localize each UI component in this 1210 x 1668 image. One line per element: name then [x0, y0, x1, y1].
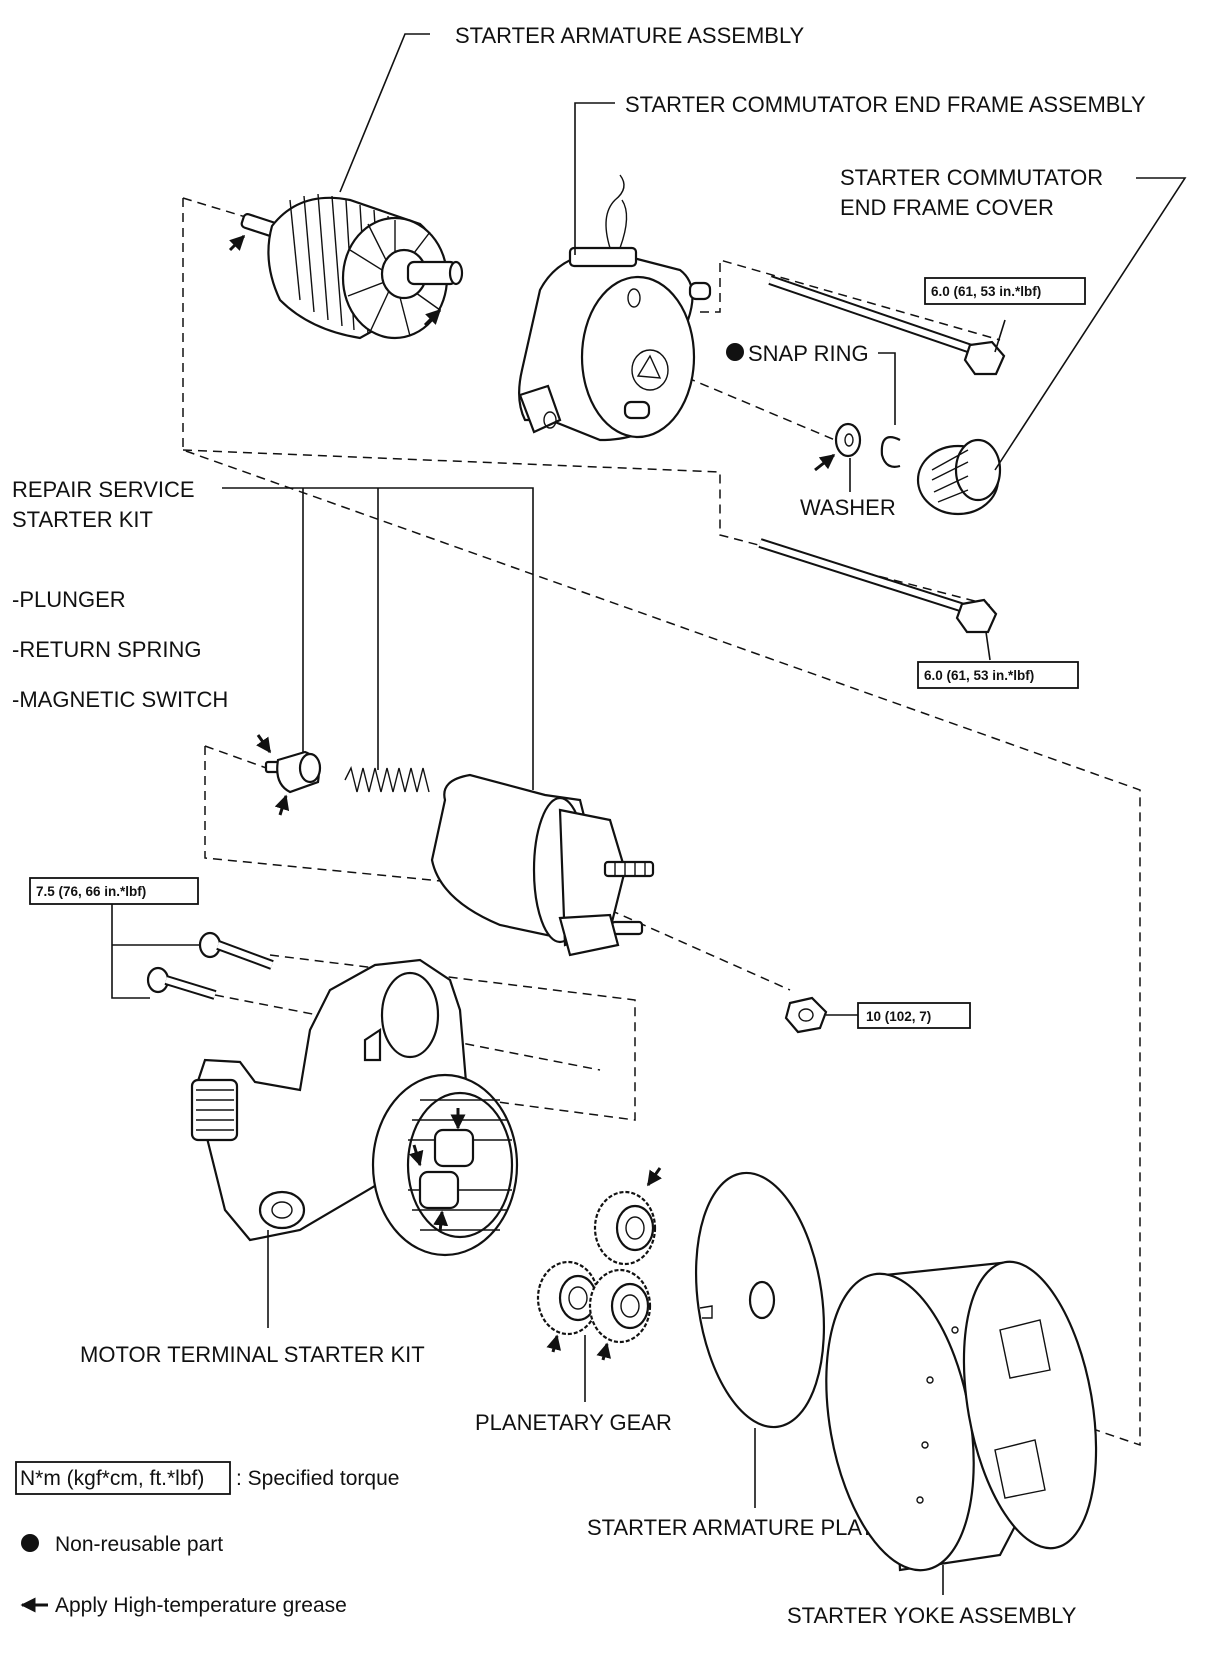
torque-box-bolt-upper	[924, 277, 1086, 305]
grease-arrows-armature	[228, 234, 442, 327]
starter-armature-plate	[694, 1171, 826, 1429]
washer	[834, 422, 862, 458]
label-commutator-end-frame-assembly: STARTER COMMUTATOR END FRAME ASSEMBLY	[625, 92, 1146, 117]
planetary-gear-left	[536, 1260, 600, 1336]
grease-arrows-gears	[546, 1167, 662, 1361]
legend-grease: Apply High-temperature grease	[55, 1594, 347, 1617]
starter-yoke-assembly	[825, 1260, 1098, 1572]
grease-arrow-plunger-bottom	[274, 794, 290, 816]
torque-box-bolt-lower	[917, 661, 1079, 689]
housing-bolt-lower	[146, 966, 217, 1000]
label-planetary-gear: PLANETARY GEAR	[475, 1410, 672, 1435]
snap-ring	[880, 436, 901, 468]
legend-non-reusable: Non-reusable part	[55, 1533, 223, 1556]
motor-terminal-starter-kit	[190, 958, 519, 1257]
label-cover-line2: END FRAME COVER	[840, 195, 1054, 220]
planetary-gear-top	[593, 1190, 657, 1266]
torque-bolt-upper: 6.0 (61, 53 in.*lbf)	[931, 284, 1041, 299]
planetary-gear-right	[588, 1268, 652, 1344]
torque-housing-bolts: 7.5 (76, 66 in.*lbf)	[36, 884, 146, 899]
grease-arrow-washer	[814, 453, 836, 472]
label-washer: WASHER	[800, 495, 896, 520]
terminal-nut	[784, 996, 828, 1034]
torque-bolt-lower: 6.0 (61, 53 in.*lbf)	[924, 668, 1034, 683]
through-bolt-upper	[768, 275, 1006, 376]
magnetic-switch	[430, 773, 655, 957]
legend-torque-box-text: N*m (kgf*cm, ft.*lbf)	[20, 1467, 204, 1490]
non-reusable-dot-snap-ring	[726, 343, 744, 361]
label-return-spring: -RETURN SPRING	[12, 637, 201, 662]
grease-arrows-housing	[408, 1108, 466, 1233]
label-repair-kit-line1: REPAIR SERVICE	[12, 477, 195, 502]
torque-box-terminal-nut	[857, 1002, 971, 1029]
label-repair-kit-line2: STARTER KIT	[12, 507, 153, 532]
plunger	[264, 750, 322, 794]
label-motor-terminal-kit: MOTOR TERMINAL STARTER KIT	[80, 1342, 425, 1367]
legend-torque-desc: : Specified torque	[236, 1467, 399, 1490]
legend: N*m (kgf*cm, ft.*lbf) : Specified torque…	[15, 1461, 399, 1617]
starter-commutator-end-frame-assembly	[518, 174, 712, 442]
torque-terminal-nut: 10 (102, 7)	[866, 1009, 931, 1024]
label-armature-plate: STARTER ARMATURE PLATE	[587, 1515, 889, 1540]
housing-bolt-upper	[198, 931, 274, 970]
legend-torque-box	[15, 1461, 231, 1495]
label-cover-line1: STARTER COMMUTATOR	[840, 165, 1103, 190]
return-spring	[344, 765, 430, 793]
through-bolt-lower	[758, 538, 998, 634]
label-snap-ring: SNAP RING	[748, 341, 869, 366]
legend-non-reusable-dot	[21, 1534, 39, 1552]
commutator-end-frame-cover	[916, 438, 1002, 516]
label-armature-assembly: STARTER ARMATURE ASSEMBLY	[455, 23, 805, 48]
torque-box-housing-bolts	[29, 877, 199, 905]
label-yoke-assembly: STARTER YOKE ASSEMBLY	[787, 1603, 1077, 1628]
label-magnetic-switch: -MAGNETIC SWITCH	[12, 687, 228, 712]
starter-armature-assembly	[240, 193, 464, 340]
label-plunger: -PLUNGER	[12, 587, 126, 612]
grease-arrow-plunger-top	[256, 734, 272, 754]
